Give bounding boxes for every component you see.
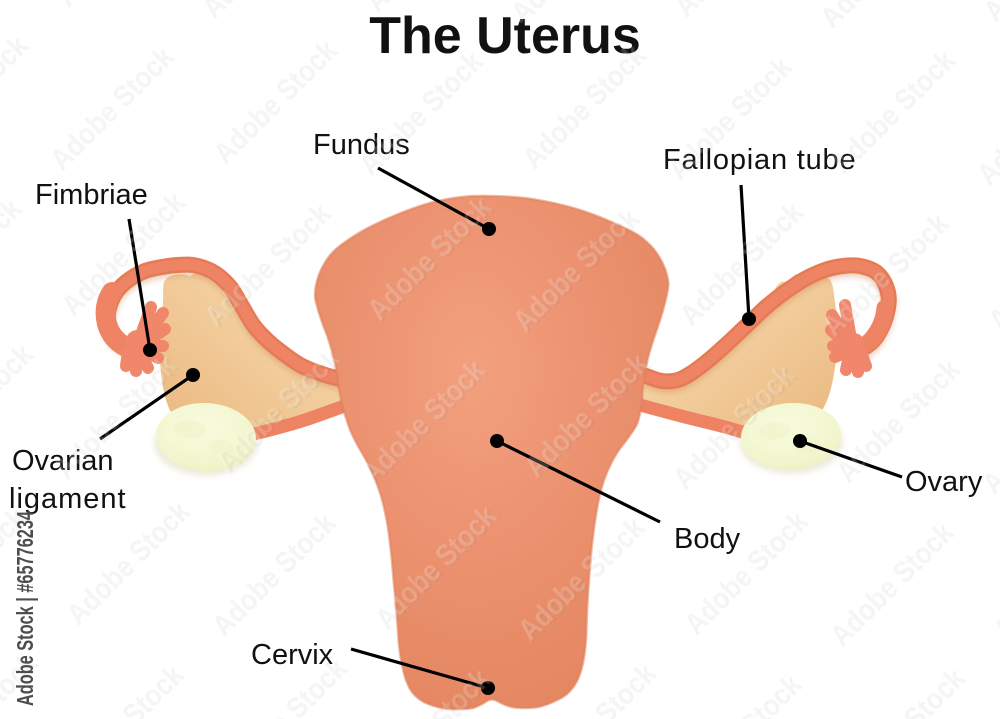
svg-text:Adobe Stock | #65776234: Adobe Stock | #65776234 bbox=[12, 511, 38, 706]
